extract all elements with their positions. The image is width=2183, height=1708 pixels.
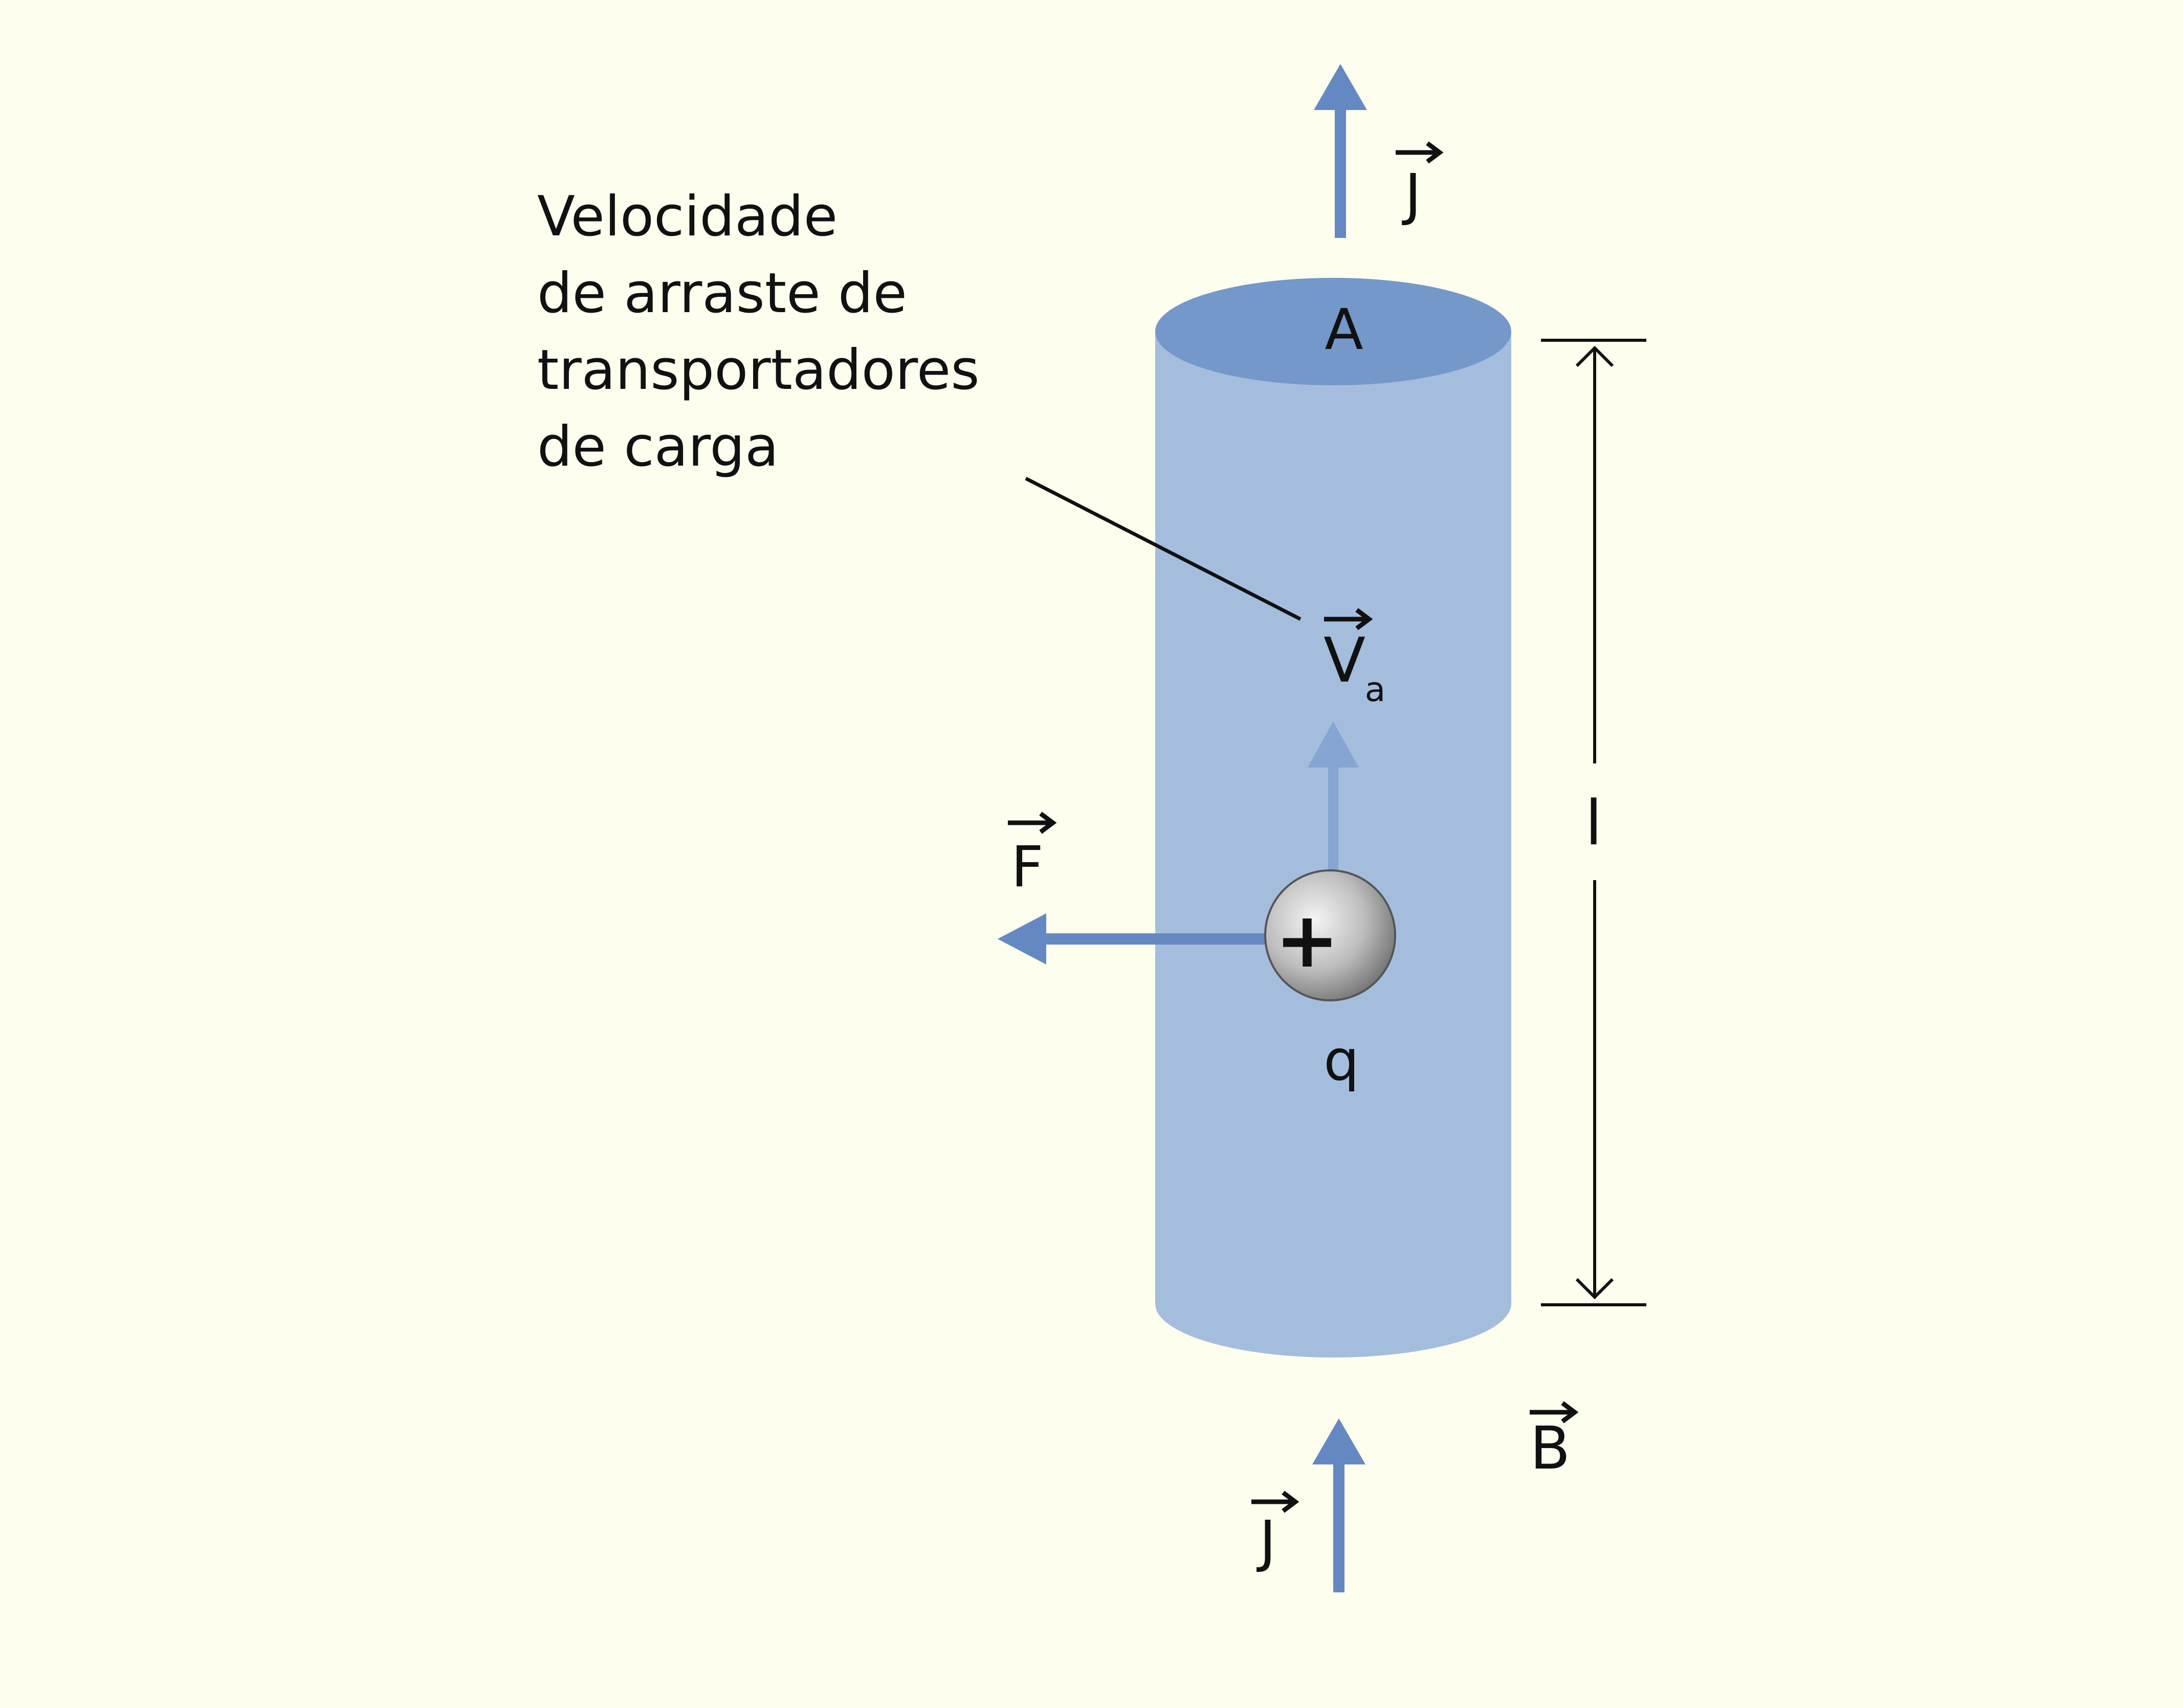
leader-line: [1025, 476, 1302, 621]
arrow-head-force: [998, 913, 1046, 965]
vector-arrow-icon: [1251, 1491, 1299, 1513]
caption-line-3: transportadores: [537, 338, 980, 402]
drift-velocity-caption: Velocidade de arraste de transportadores…: [537, 185, 997, 479]
area-label: A: [1325, 297, 1363, 362]
force-symbol: F: [1011, 834, 1043, 900]
charge-label: q: [1324, 1027, 1359, 1093]
caption-line-1: Velocidade: [537, 185, 837, 249]
caption-line-4: de carga: [537, 415, 779, 479]
current-arrow-top: [1314, 64, 1367, 238]
drift-velocity-arrow: [1308, 721, 1359, 870]
length-dimension: l: [1541, 339, 1646, 1306]
current-arrow-bottom: [1312, 1418, 1365, 1592]
cylinder-top-face: [1155, 278, 1511, 385]
vector-arrow-icon: [1008, 812, 1057, 834]
charge-sign: +: [1275, 896, 1339, 985]
arrow-head-bottom: [1312, 1418, 1365, 1464]
arrow-head-drift: [1308, 721, 1359, 768]
force-label: F: [1008, 812, 1057, 900]
dimension-arrowhead-top: [1575, 345, 1614, 367]
drift-velocity-symbol: V: [1324, 625, 1365, 696]
positive-charge-icon: +: [1264, 869, 1396, 1001]
current-density-label-top: J: [1396, 141, 1444, 227]
vector-arrow-icon: [1396, 141, 1444, 164]
caption-line-2: de arraste de: [537, 261, 907, 325]
vector-arrow-icon: [1530, 1401, 1579, 1424]
magnetic-field-label: B: [1530, 1401, 1579, 1483]
current-density-label-bottom: J: [1251, 1491, 1299, 1574]
magnetic-field-symbol: B: [1530, 1414, 1571, 1483]
current-density-symbol-top: J: [1402, 162, 1421, 227]
drift-velocity-label: V a: [1324, 608, 1385, 709]
dimension-arrowhead-bottom: [1575, 1278, 1614, 1300]
vector-arrow-icon: [1324, 608, 1373, 630]
drift-velocity-subscript: a: [1365, 670, 1385, 709]
arrow-head-top: [1314, 64, 1367, 110]
length-label: l: [1585, 788, 1602, 859]
force-arrow: [998, 913, 1269, 965]
charge-sphere: [1264, 869, 1396, 1001]
current-density-symbol-bottom: J: [1256, 1508, 1276, 1574]
